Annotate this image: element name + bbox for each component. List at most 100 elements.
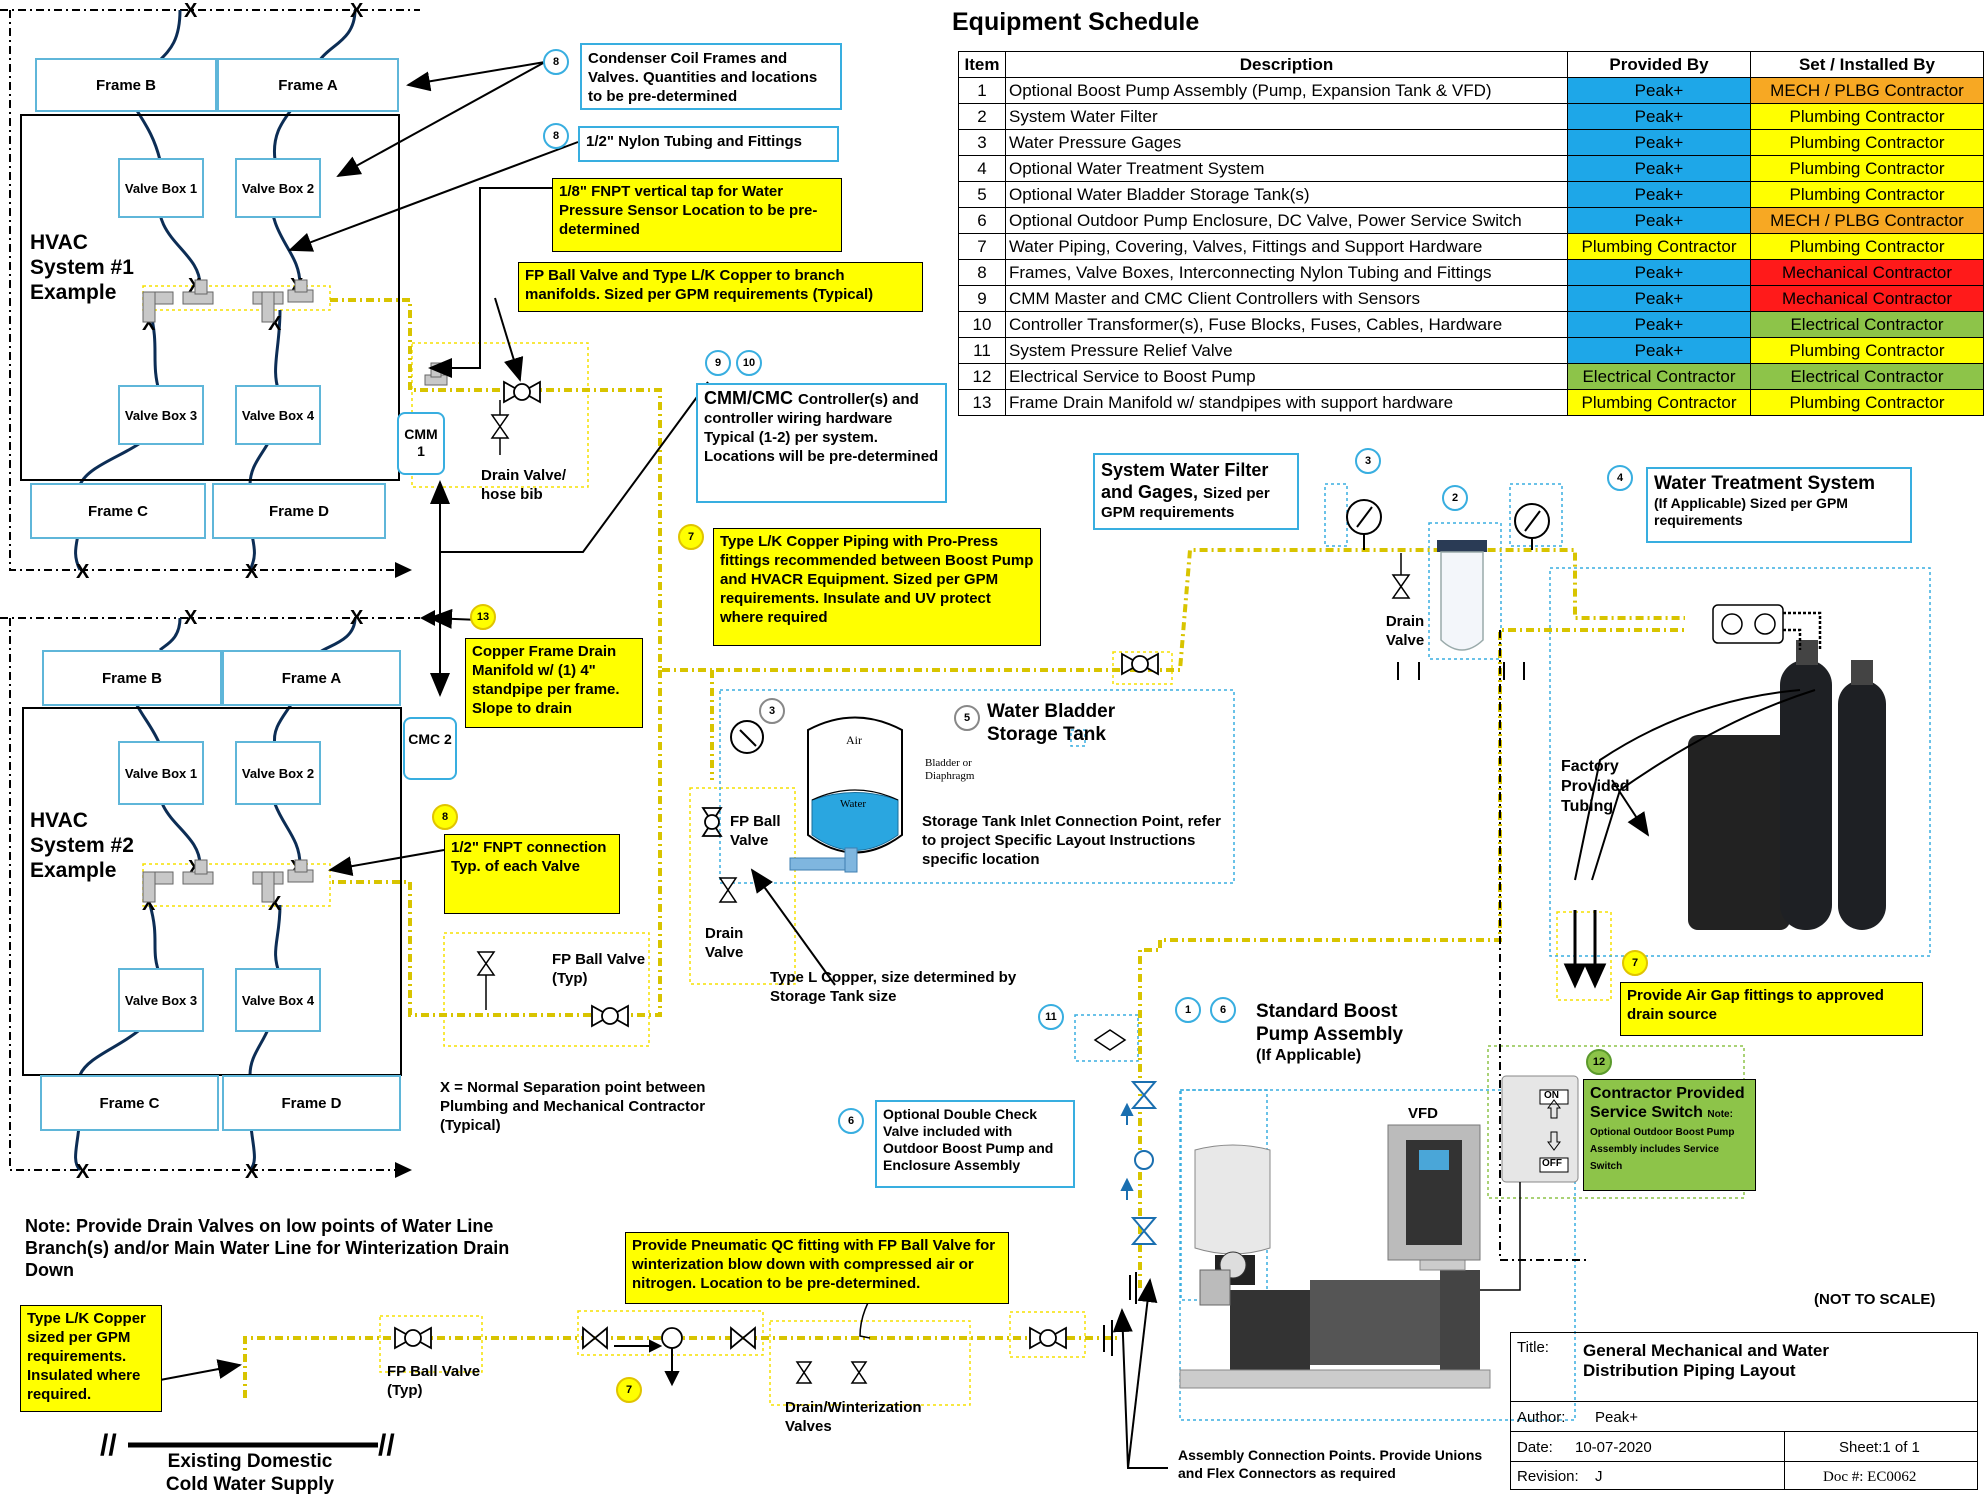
boost-pump-sub: (If Applicable) xyxy=(1256,1047,1362,1064)
existing-supply-label: Existing Domestic Cold Water Supply xyxy=(165,1451,335,1495)
separation-note: X = Normal Separation point between Plum… xyxy=(440,1079,706,1134)
date-label: Date: xyxy=(1517,1439,1553,1456)
frame-c-2: Frame C xyxy=(40,1075,219,1131)
callout-water-treatment: Water Treatment System (If Applicable) S… xyxy=(1646,467,1912,543)
tank-bladder-label: Bladder or Diaphragm xyxy=(925,757,975,782)
callout-boost-pump: Standard Boost Pump Assembly (If Applica… xyxy=(1250,996,1433,1078)
table-cell-item: 11 xyxy=(958,337,1006,364)
table-cell-item: 1 xyxy=(958,77,1006,104)
svg-text:X: X xyxy=(76,561,90,583)
valve-box-2-1: Valve Box 2 xyxy=(235,158,321,218)
table-cell-installed-by: Plumbing Contractor xyxy=(1750,103,1984,130)
svg-text:X: X xyxy=(245,1161,259,1183)
water-filter-sub: Sized per GPM requirements xyxy=(1101,485,1270,521)
table-cell-provided-by: Peak+ xyxy=(1567,77,1751,104)
water-treatment-title: Water Treatment System xyxy=(1654,473,1876,494)
table-cell-item: 3 xyxy=(958,129,1006,156)
callout-condenser: Condenser Coil Frames and Valves. Quanti… xyxy=(580,43,842,110)
valve-box-3-1: Valve Box 3 xyxy=(118,385,204,445)
union-marks xyxy=(1103,662,1525,1356)
callout-pneumatic: Provide Pneumatic QC fitting with FP Bal… xyxy=(625,1232,1009,1304)
table-cell-provided-by: Peak+ xyxy=(1567,207,1751,234)
title-block: Title: General Mechanical and Water Dist… xyxy=(1510,1332,1978,1490)
water-filter-shape xyxy=(1437,540,1487,651)
gauges xyxy=(730,499,1550,754)
table-cell-description: Optional Water Bladder Storage Tank(s) xyxy=(1005,181,1568,208)
fp-ball-valve-typ-label-1: FP Ball Valve (Typ) xyxy=(552,951,646,987)
hvac-system-2 xyxy=(22,707,402,1076)
schedule-title: Equipment Schedule xyxy=(952,8,1200,36)
badge-7-air-gap: 7 xyxy=(1622,950,1648,976)
table-cell-item: 7 xyxy=(958,233,1006,260)
valve-box-3-2: Valve Box 3 xyxy=(118,968,204,1032)
table-cell-installed-by: Plumbing Contractor xyxy=(1750,337,1984,364)
table-cell-provided-by: Peak+ xyxy=(1567,337,1751,364)
badge-12: 12 xyxy=(1586,1049,1612,1075)
service-switch-note: Note: Optional Outdoor Boost Pump Assemb… xyxy=(1590,1109,1735,1172)
double-check-valves xyxy=(1130,1081,1158,1245)
table-cell-item: 4 xyxy=(958,155,1006,182)
table-cell-installed-by: MECH / PLBG Contractor xyxy=(1750,207,1984,234)
svg-text:X: X xyxy=(76,1161,90,1183)
fp-ball-valve-typ-label-2: FP Ball Valve (Typ) xyxy=(387,1363,481,1399)
valve-box-1-2: Valve Box 1 xyxy=(118,741,204,805)
table-header-row: Item Description Provided By Set / Insta… xyxy=(958,51,1984,78)
callout-fnpt-half: 1/2" FNPT connection Typ. of each Valve xyxy=(444,834,620,914)
switch-on-label: ON xyxy=(1544,1090,1559,1101)
badge-3-filter: 3 xyxy=(1355,448,1381,474)
water-pipes xyxy=(0,9,1685,1398)
badge-9: 9 xyxy=(705,350,731,376)
badge-4: 4 xyxy=(1607,465,1633,491)
drain-winterization-label: Drain/Winterization Valves xyxy=(785,1399,922,1435)
table-cell-installed-by: Electrical Contractor xyxy=(1750,363,1984,390)
bladder-tank-title: Water Bladder Storage Tank xyxy=(987,701,1116,745)
drain-note: Note: Provide Drain Valves on low points… xyxy=(25,1216,510,1280)
table-cell-description: System Pressure Relief Valve xyxy=(1005,337,1568,364)
factory-tubing-text: Factory Provided Tubing xyxy=(1561,758,1630,815)
frame-c-1: Frame C xyxy=(30,483,206,539)
table-cell-item: 13 xyxy=(958,389,1006,416)
valve-box-4-1: Valve Box 4 xyxy=(235,385,321,445)
sheet-value: Sheet:1 of 1 xyxy=(1839,1439,1920,1456)
table-cell-installed-by: Mechanical Contractor xyxy=(1750,259,1984,286)
header-item: Item xyxy=(958,51,1006,78)
header-installed-by: Set / Installed By xyxy=(1750,51,1984,78)
table-cell-installed-by: Plumbing Contractor xyxy=(1750,233,1984,260)
badge-8-condenser: 8 xyxy=(543,49,569,75)
table-cell-installed-by: Electrical Contractor xyxy=(1750,311,1984,338)
valve-box-2-2: Valve Box 2 xyxy=(235,741,321,805)
svg-text:X: X xyxy=(184,0,198,22)
table-cell-provided-by: Peak+ xyxy=(1567,129,1751,156)
badge-10: 10 xyxy=(736,350,762,376)
table-cell-description: Frames, Valve Boxes, Interconnecting Nyl… xyxy=(1005,259,1568,286)
frame-a-2: Frame A xyxy=(222,650,401,706)
callout-service-switch: Contractor Provided Service Switch Note:… xyxy=(1583,1079,1756,1191)
badge-13: 13 xyxy=(470,604,496,630)
table-cell-description: Water Pressure Gages xyxy=(1005,129,1568,156)
table-cell-item: 9 xyxy=(958,285,1006,312)
hvac-system-2-label: HVAC System #2 Example xyxy=(30,809,134,882)
svg-text://: // xyxy=(378,1429,395,1462)
frame-b-2: Frame B xyxy=(42,650,222,706)
date-value: 10-07-2020 xyxy=(1575,1439,1652,1456)
callout-controllers: CMM/CMC Controller(s) and controller wir… xyxy=(696,383,947,503)
table-cell-installed-by: Mechanical Contractor xyxy=(1750,285,1984,312)
table-cell-item: 2 xyxy=(958,103,1006,130)
table-cell-provided-by: Peak+ xyxy=(1567,103,1751,130)
winterization-valves xyxy=(582,1326,756,1350)
table-cell-description: Electrical Service to Boost Pump xyxy=(1005,363,1568,390)
svg-text:X: X xyxy=(350,0,364,22)
table-cell-provided-by: Peak+ xyxy=(1567,259,1751,286)
pump-assembly-shape xyxy=(1179,1124,1491,1389)
callout-fnpt-tap: 1/8" FNPT vertical tap for Water Pressur… xyxy=(552,178,842,252)
table-cell-provided-by: Peak+ xyxy=(1567,285,1751,312)
callout-double-check: Optional Double Check Valve included wit… xyxy=(875,1100,1075,1188)
